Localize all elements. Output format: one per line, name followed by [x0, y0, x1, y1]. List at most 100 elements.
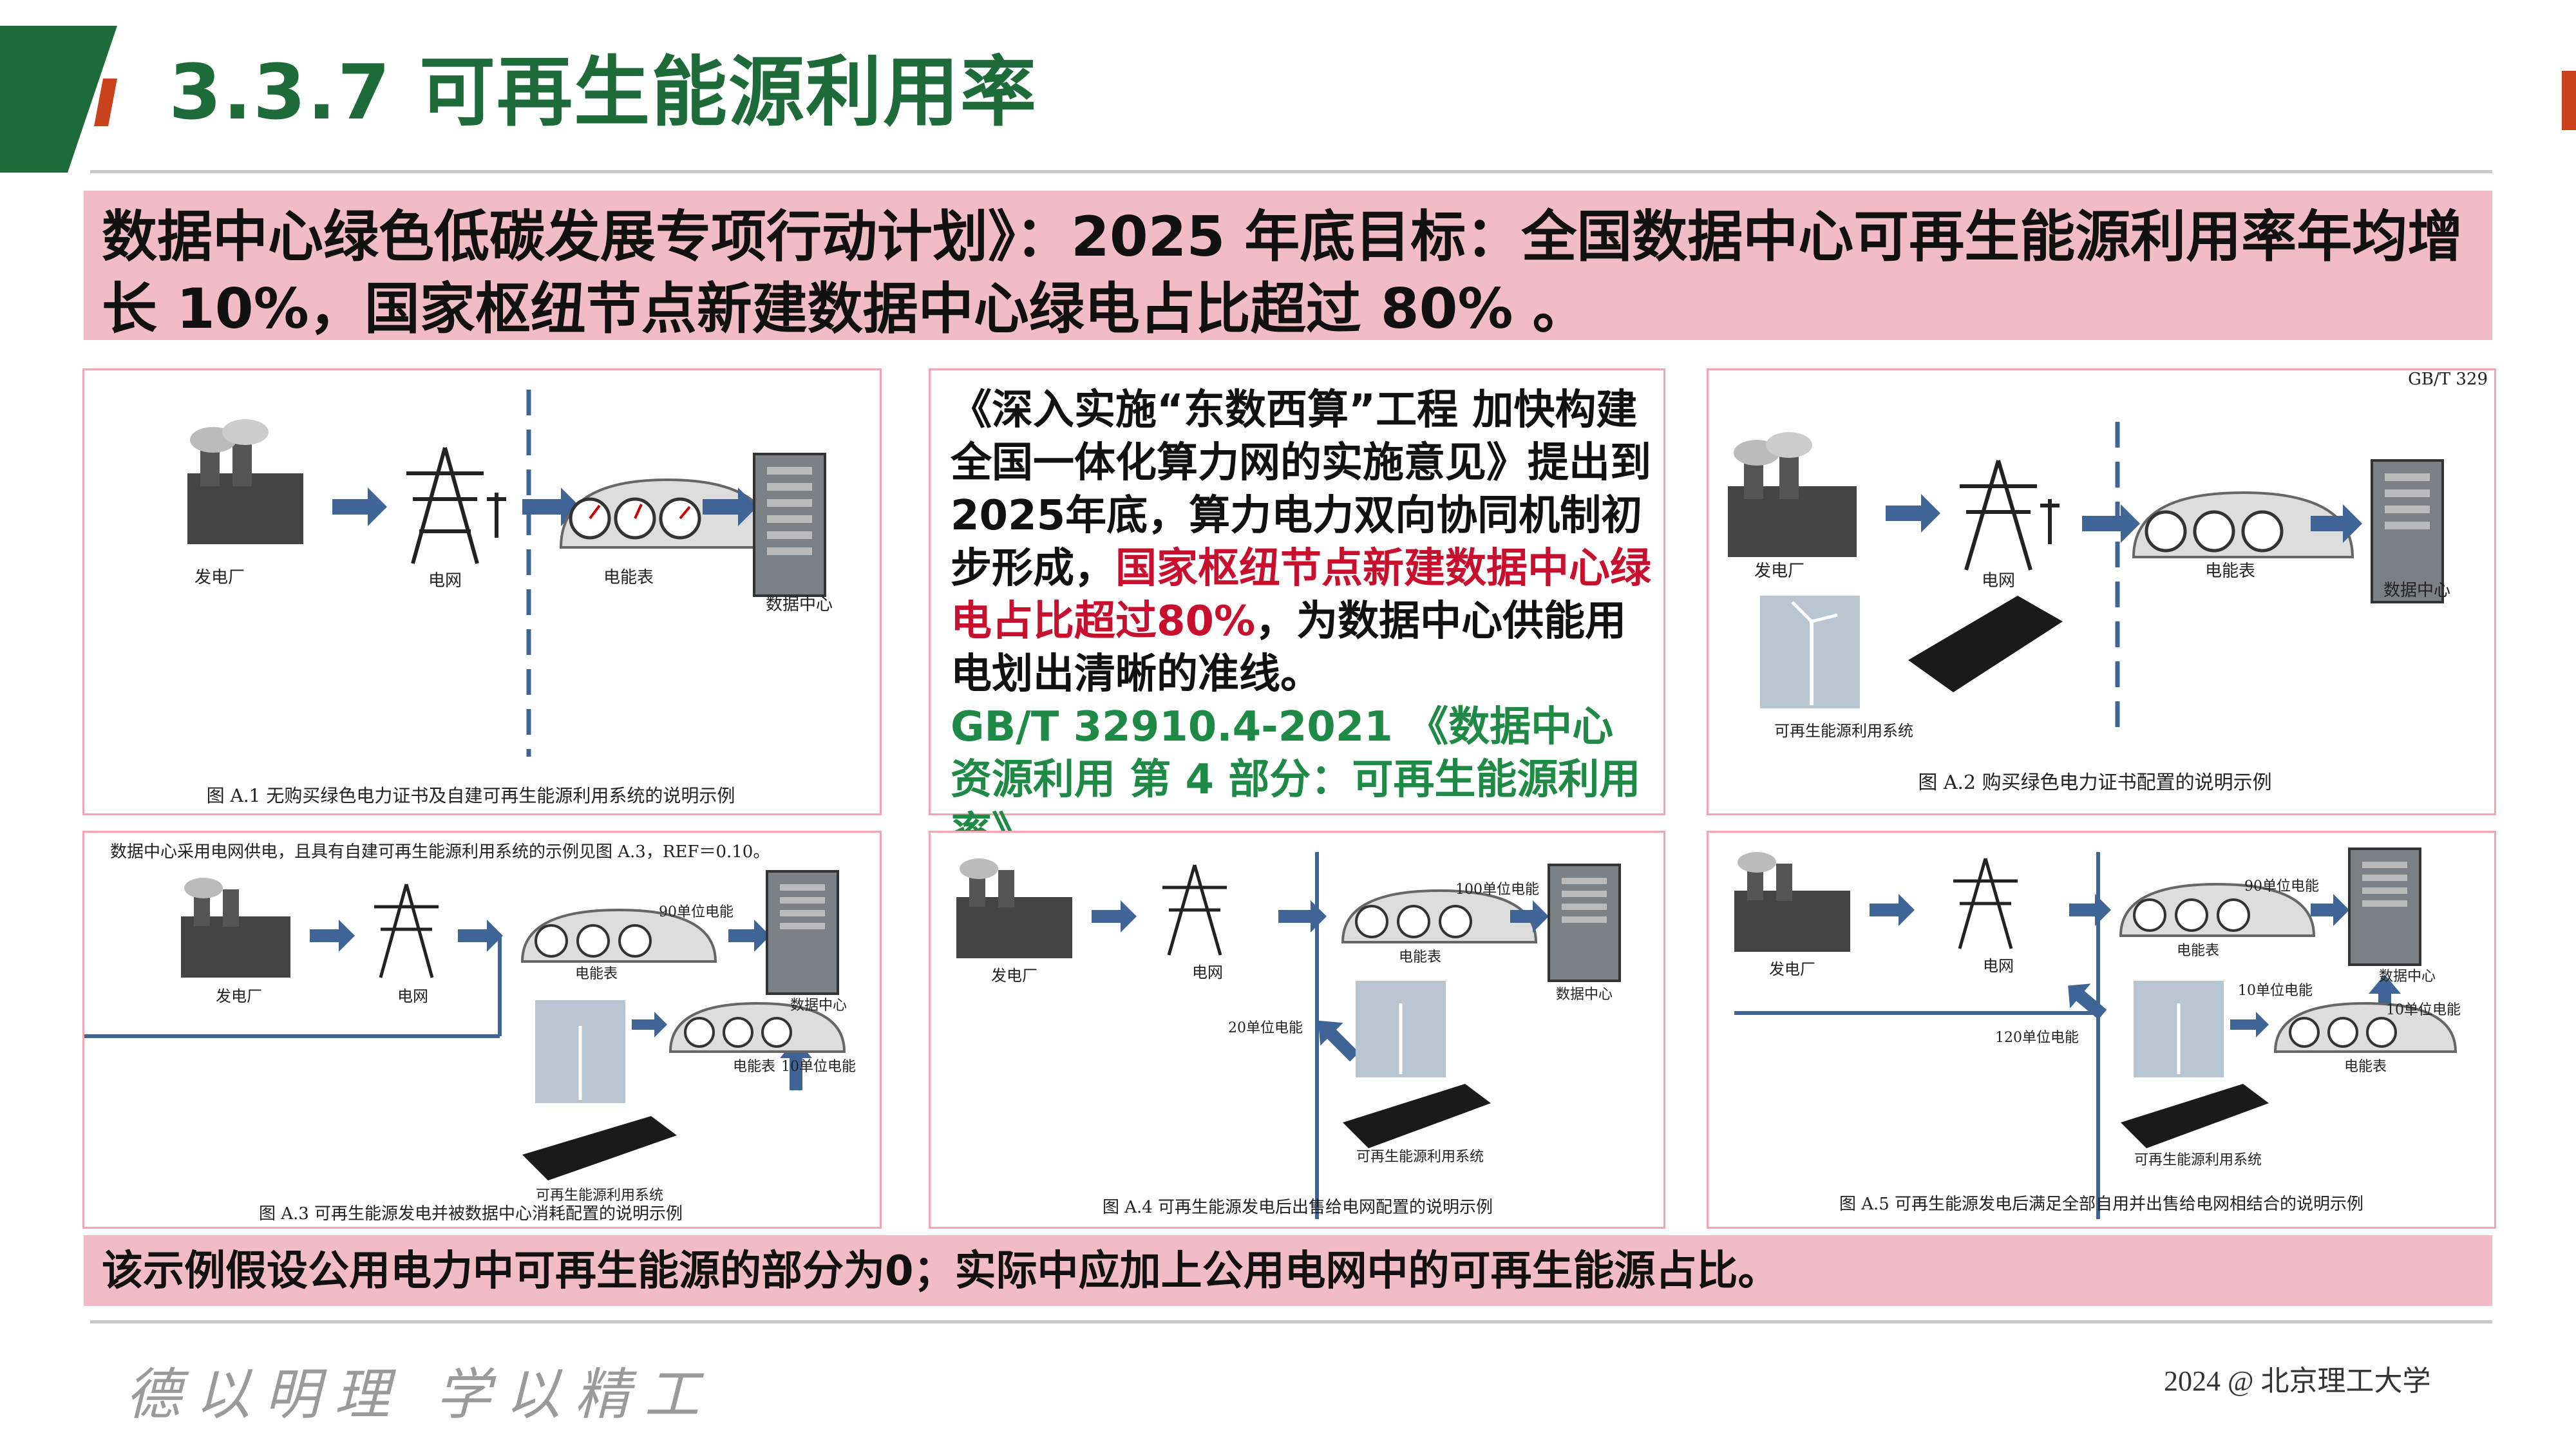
arrow-icon	[1886, 494, 1940, 533]
label-meter: 电能表	[2177, 943, 2219, 959]
figure-a2: GB/T 329	[1707, 368, 2496, 815]
figure-a2-diagram: GB/T 329	[1728, 370, 2488, 794]
figure-a1: 发电厂 电网 电能表 数据中心 图 A.1 无购买绿色电力证书及自建可再生能源利…	[82, 368, 882, 815]
meter-icon	[520, 908, 717, 963]
arrow-up-icon	[2369, 974, 2401, 1026]
slide-title: 3.3.7 可再生能源利用率	[169, 48, 1038, 137]
arrow-icon	[522, 488, 580, 526]
server-icon	[753, 453, 826, 597]
server-icon	[766, 870, 839, 995]
figure-a1-caption: 图 A.1 无购买绿色电力证书及自建可再生能源利用系统的说明示例	[207, 785, 735, 806]
footer-note-band	[84, 1235, 2492, 1306]
arrow-icon	[728, 920, 770, 952]
label-renew: 可再生能源利用系统	[536, 1188, 663, 1204]
solar-panel-icon	[1908, 596, 2063, 692]
figure-a5-diagram: 发电厂 电网 电能表 90单位电能 数据中心 10单位电能 10单位电能 120…	[1734, 848, 2461, 1219]
intro-text: 数据中心绿色低碳发展专项行动计划》：2025 年底目标：全国数据中心可再生能源利…	[102, 205, 2463, 341]
figure-a4: 发电厂 电网 电能表 100单位电能 数据中心 20单位电能 可再生能源利用系统…	[929, 831, 1665, 1229]
arrow-icon	[2082, 504, 2140, 543]
label-renew: 可再生能源利用系统	[1774, 722, 1913, 740]
figure-a3-note: 数据中心采用电网供电，且具有自建可再生能源利用系统的示例见图 A.3，REF＝0…	[110, 842, 770, 862]
arrow-icon	[1278, 900, 1327, 933]
label-plant: 发电厂	[1754, 562, 1804, 581]
center-text-part1: 《深入实施“东数西算”工程 加快构建全国一体化算力网的实施意见》提出到2025年…	[951, 386, 1651, 592]
label-grid: 电网	[397, 987, 428, 1005]
arrow-icon	[458, 920, 503, 952]
arrow-icon	[1870, 894, 1915, 926]
label-dc: 数据中心	[790, 998, 847, 1014]
meter-icon	[668, 1001, 846, 1053]
label-u20: 20单位电能	[1228, 1020, 1303, 1036]
label-renew: 可再生能源利用系统	[2134, 1152, 2262, 1168]
university-motto: 德以明理 学以精工	[126, 1363, 714, 1427]
label-u120: 120单位电能	[1995, 1030, 2079, 1046]
figure-a4-caption: 图 A.4 可再生能源发电后出售给电网配置的说明示例	[1103, 1198, 1493, 1217]
arrow-icon	[1510, 900, 1549, 933]
header-green-tab	[0, 26, 117, 173]
solar-panel-icon	[522, 1116, 677, 1180]
label-meter: 电能表	[1399, 949, 1441, 965]
label-dc: 数据中心	[2379, 969, 2436, 985]
label-meter: 电能表	[603, 568, 654, 587]
arrow-icon	[1318, 1020, 1359, 1062]
figure-a3: 数据中心采用电网供电，且具有自建可再生能源利用系统的示例见图 A.3，REF＝0…	[82, 831, 882, 1229]
label-meter2: 电能表	[2344, 1059, 2387, 1075]
arrow-icon	[632, 1012, 667, 1037]
power-plant-icon	[181, 878, 290, 978]
figure-a5: 发电厂 电网 电能表 90单位电能 数据中心 10单位电能 10单位电能 120…	[1707, 831, 2496, 1229]
arrow-icon	[2069, 894, 2111, 926]
pylon-icon	[1953, 858, 2018, 949]
figure-a1-diagram: 发电厂 电网 电能表 数据中心 图 A.1 无购买绿色电力证书及自建可再生能源利…	[187, 390, 833, 806]
center-text-highlight: 国家枢纽节点新建数据中心绿电占比超过80%	[951, 545, 1651, 645]
power-plant-icon	[1734, 852, 1850, 952]
power-plant-icon	[187, 419, 303, 544]
arrow-icon	[2230, 1012, 2269, 1037]
server-icon	[2371, 459, 2444, 603]
server-icon	[1548, 864, 1621, 982]
arrow-icon	[703, 488, 757, 526]
label-meter2: 电能表	[733, 1059, 775, 1075]
server-icon	[2348, 848, 2421, 966]
intro-band	[84, 191, 2492, 340]
label-plant: 发电厂	[216, 987, 262, 1005]
arrow-icon	[2311, 504, 2362, 543]
label-u10: 10单位电能	[781, 1059, 856, 1075]
label-grid: 电网	[1192, 963, 1223, 981]
meter-icon	[2132, 491, 2354, 558]
figure-a3-diagram: 数据中心采用电网供电，且具有自建可再生能源利用系统的示例见图 A.3，REF＝0…	[84, 842, 856, 1224]
label-plant: 发电厂	[194, 568, 245, 587]
standard-reference: GB/T 32910.4-2021 《数据中心 资源利用 第 4 部分：可再生能…	[951, 703, 1641, 857]
arrow-icon	[332, 488, 387, 526]
copyright: 2024 @ 北京理工大学	[2164, 1365, 2431, 1397]
label-dc: 数据中心	[2383, 581, 2450, 600]
footer-note: 该示例假设公用电力中可再生能源的部分为0；实际中应加上公用电网中的可再生能源占比…	[102, 1247, 1779, 1295]
label-grid: 电网	[1982, 571, 2015, 591]
pylon-icon	[1960, 460, 2060, 571]
center-text-part2: ，为数据中心供能用电划出清晰的准线。	[951, 598, 1627, 698]
label-meter: 电能表	[575, 966, 618, 982]
power-plant-icon	[1728, 432, 1857, 557]
arrow-icon	[2068, 983, 2107, 1020]
figure-a3-caption: 图 A.3 可再生能源发电并被数据中心消耗配置的说明示例	[259, 1204, 683, 1224]
pylon-icon	[1162, 864, 1227, 956]
label-renew: 可再生能源利用系统	[1356, 1149, 1484, 1165]
solar-panel-icon	[1343, 1084, 1491, 1148]
label-grid: 电网	[428, 571, 462, 591]
meter-icon	[2119, 882, 2316, 937]
label-u90: 90单位电能	[659, 904, 734, 920]
pylon-icon	[374, 884, 439, 978]
solar-panel-icon	[2121, 1084, 2269, 1148]
meter-icon	[1341, 889, 1538, 943]
arrow-icon	[310, 920, 355, 952]
label-u90: 90单位电能	[2244, 878, 2319, 895]
center-text-box	[929, 368, 1665, 815]
arrow-icon	[2311, 894, 2349, 926]
meter-icon	[2273, 1001, 2458, 1053]
arrow-icon	[1092, 900, 1137, 933]
label-plant: 发电厂	[1769, 960, 1815, 978]
header-orange-marker	[2562, 71, 2576, 130]
label-dc: 数据中心	[766, 595, 833, 614]
standard-corner-label: GB/T 329	[2408, 370, 2488, 389]
pylon-icon	[406, 447, 506, 564]
figure-a5-caption: 图 A.5 可再生能源发电后满足全部自用并出售给电网相结合的说明示例	[1839, 1195, 2363, 1214]
